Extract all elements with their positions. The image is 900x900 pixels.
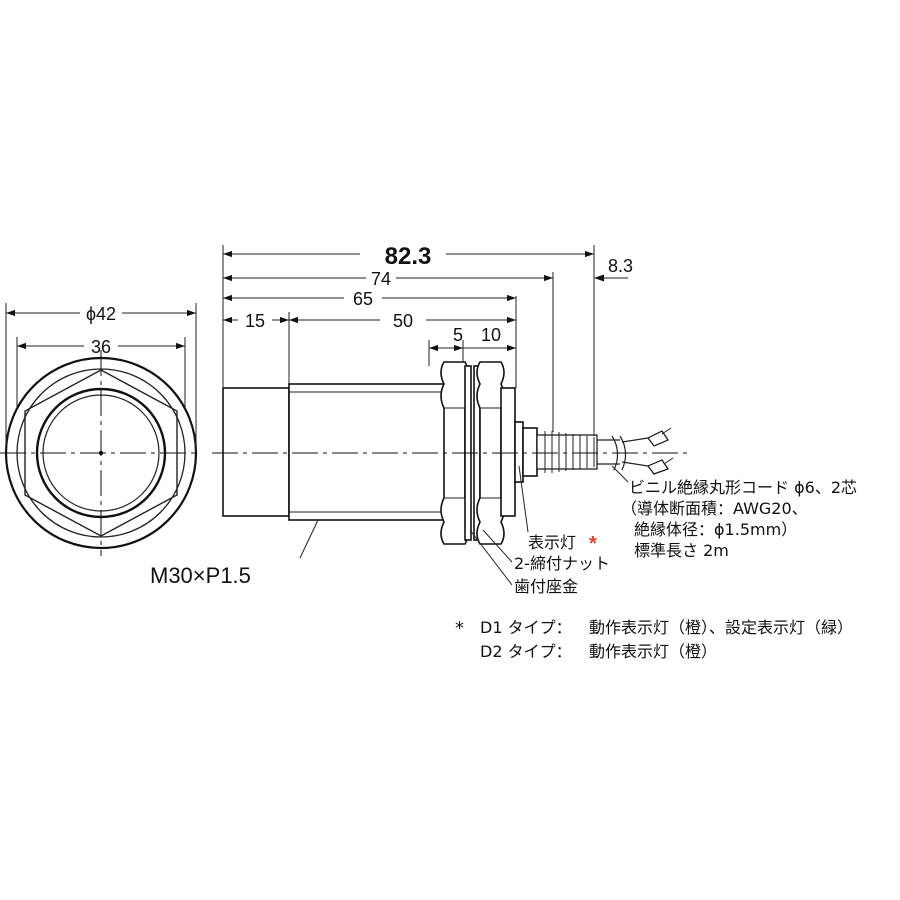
leader-cable <box>611 465 629 483</box>
washer-label: 歯付座金 <box>514 577 578 596</box>
nut-label: 2-締付ナット <box>514 554 610 573</box>
dim-head-length: 15 <box>245 311 265 331</box>
rear-thread <box>500 387 516 517</box>
sensor-head <box>222 387 290 517</box>
dim-front-outer-dia: ϕ42 <box>86 304 116 324</box>
dim-nut-thickness: 5 <box>453 325 463 345</box>
dim-nut-span: 10 <box>481 325 501 345</box>
dim-thread-length: 50 <box>393 311 413 331</box>
dim-front-hex: 36 <box>91 337 111 357</box>
dim-total-length: 82.3 <box>385 243 432 270</box>
footnote-asterisk: * <box>455 618 464 639</box>
cable-gland <box>522 427 538 477</box>
cable-note-line-1: ビニル絶縁丸形コード ϕ6、2芯 <box>629 478 857 497</box>
cable-protector <box>536 431 598 473</box>
leader-washer <box>469 529 513 586</box>
cable-note-line-4: 標準長さ 2m <box>634 541 729 560</box>
dim-body-74: 74 <box>371 269 391 289</box>
footnote-d2-type: D2 タイプ： <box>480 642 572 661</box>
indicator-window <box>514 421 524 483</box>
leader-nut <box>482 529 513 563</box>
threaded-body <box>288 383 446 521</box>
cable-note-line-3: 絶縁体径：ϕ1.5mm） <box>634 520 797 539</box>
indicator-label: 表示灯 <box>528 533 576 552</box>
cable-note: ビニル絶縁丸形コード ϕ6、2芯 （導体断面積：AWG20、 絶縁体径：ϕ1.5… <box>621 478 857 560</box>
leader-thread <box>299 519 319 559</box>
dim-cable-protector: 8.3 <box>608 256 633 276</box>
front-view: ϕ42 36 <box>0 303 198 556</box>
dim-arrow <box>594 274 604 282</box>
footnote: * D1 タイプ： 動作表示灯（橙）、設定表示灯（緑） D2 タイプ： 動作表示… <box>455 618 853 661</box>
side-view: 82.3 74 8.3 65 15 50 5 10 <box>212 243 690 586</box>
indicator-asterisk: * <box>589 533 597 555</box>
thread-spec-label: M30×P1.5 <box>150 563 251 588</box>
cable-note-line-2: （導体断面積：AWG20、 <box>621 499 808 518</box>
footnote-d1-type: D1 タイプ： <box>480 618 572 637</box>
leader-indicator <box>518 465 529 533</box>
cable <box>597 427 674 475</box>
footnote-d2-text: 動作表示灯（橙） <box>589 642 717 661</box>
footnote-d1-text: 動作表示灯（橙）、設定表示灯（緑） <box>589 618 853 637</box>
dim-body-65: 65 <box>353 289 373 309</box>
